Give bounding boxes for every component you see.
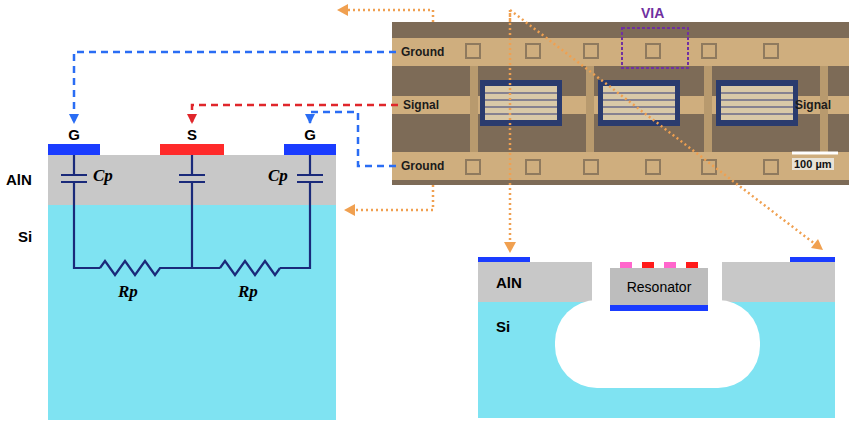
node-text: G — [284, 126, 336, 144]
pointer-arrows — [347, 10, 815, 244]
resistor-label: Rp — [118, 282, 138, 302]
via-label: VIA — [641, 5, 664, 21]
node-text: G — [48, 126, 100, 144]
capacitor-label: Cp — [268, 166, 288, 186]
layer-label: AlN — [6, 171, 32, 188]
node-text: Ground — [401, 45, 444, 59]
micrograph — [392, 22, 849, 185]
layer-label: Si — [18, 228, 32, 245]
signal-line-label: Signal — [400, 97, 442, 113]
ground-pad: G — [48, 126, 100, 155]
node-text: Resonator — [627, 279, 692, 295]
electrode-pad — [48, 144, 100, 155]
dashed-connector — [310, 112, 396, 166]
arrow-head — [305, 114, 315, 124]
capacitor-label: Cp — [93, 166, 113, 186]
ground-pad: G — [284, 126, 336, 155]
node-text: S — [160, 126, 224, 144]
electrode-pad — [284, 144, 336, 155]
node-text: Signal — [403, 98, 439, 112]
resistor-label: Rp — [238, 282, 258, 302]
node-text: Ground — [401, 159, 444, 173]
scale-bar-label: 100 µm — [792, 158, 834, 170]
signal-pad: S — [160, 126, 224, 155]
ground-line-label: Ground — [398, 158, 447, 174]
signal-line-label: Signal — [792, 97, 834, 113]
arrow-head — [187, 114, 197, 124]
ground-line-label: Ground — [398, 44, 447, 60]
right-cross-section — [478, 257, 835, 418]
left-cross-section — [48, 155, 336, 420]
arrow-head — [69, 114, 79, 124]
electrode-pad — [160, 144, 224, 155]
layer-label: Si — [496, 318, 510, 335]
resonator-block: Resonator — [610, 268, 708, 305]
layer-label: AlN — [496, 274, 522, 291]
node-text: Signal — [795, 98, 831, 112]
dashed-connector — [192, 105, 398, 124]
